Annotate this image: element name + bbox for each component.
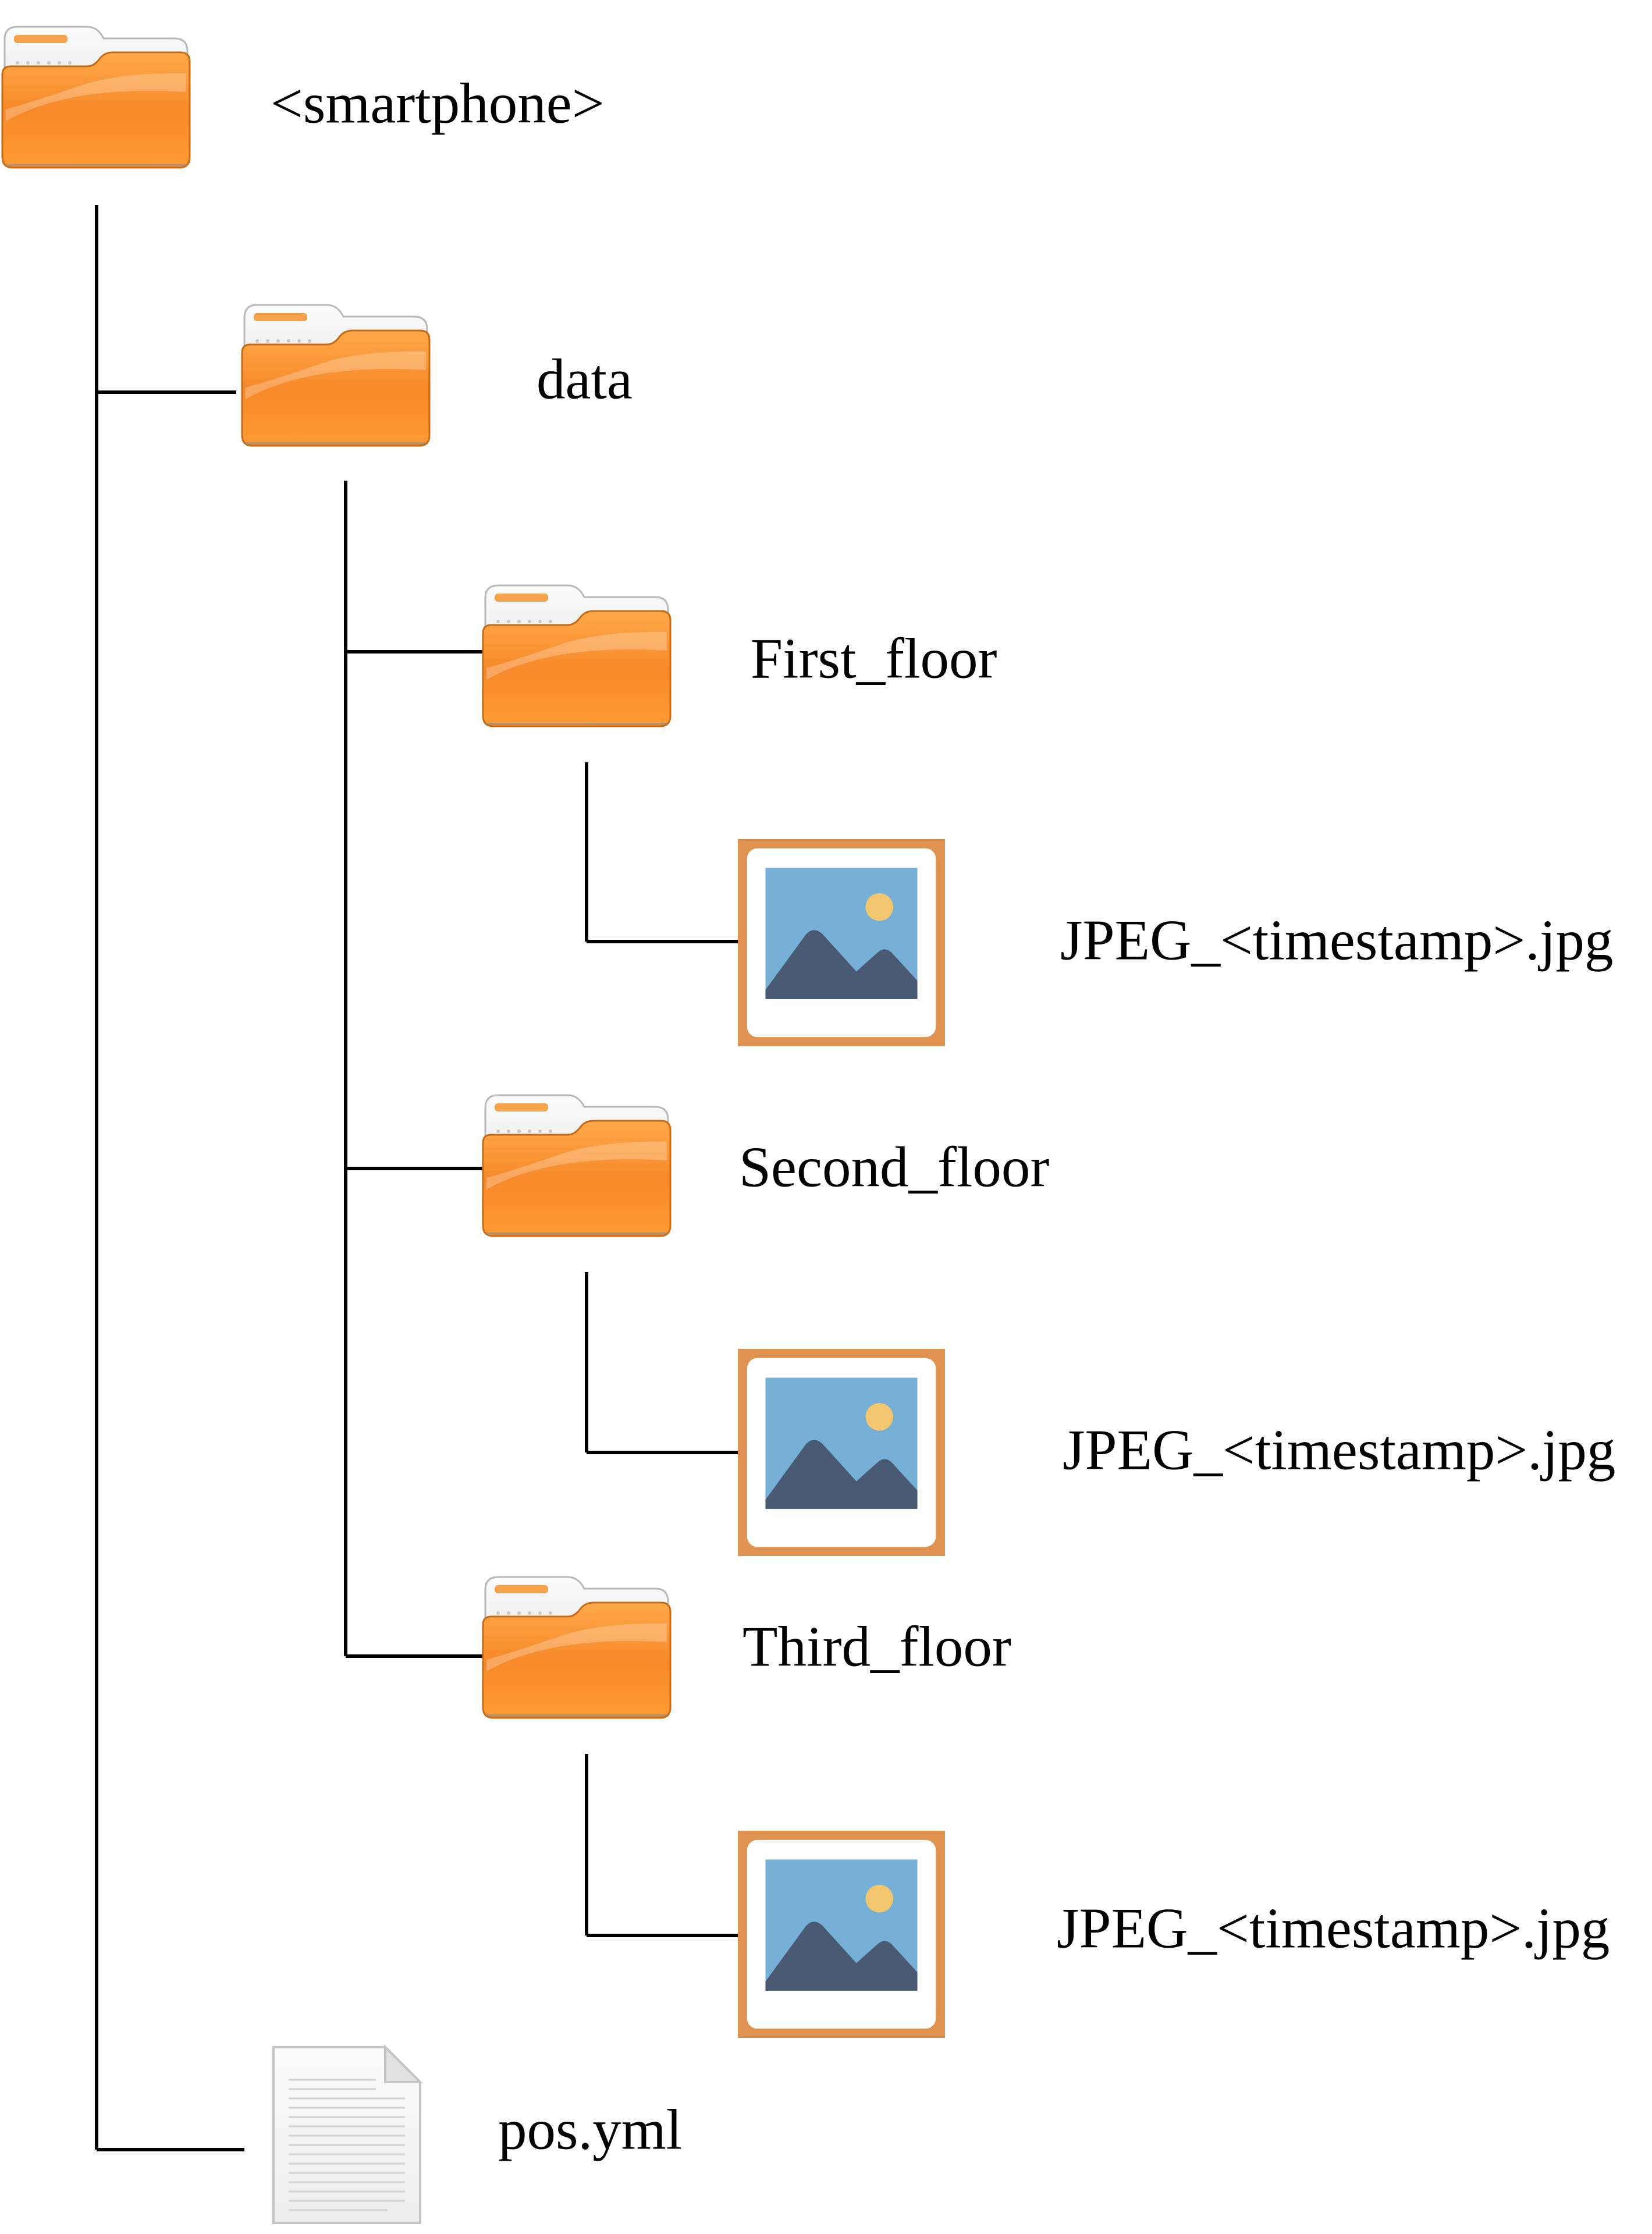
folder-icon[interactable] <box>482 584 672 727</box>
third-floor-folder-label: Third_floor <box>742 1615 1011 1679</box>
second-floor-file-label: JPEG_<timestamp>.jpg <box>1063 1418 1616 1482</box>
folder-icon[interactable] <box>241 304 431 447</box>
image-file-icon[interactable] <box>738 1831 945 2038</box>
folder-icon[interactable] <box>482 1576 672 1719</box>
image-file-icon[interactable] <box>738 1349 945 1556</box>
root-folder-label: <smartphone> <box>271 72 605 136</box>
pos-file-label: pos.yml <box>498 2098 683 2162</box>
folder-icon[interactable] <box>482 1094 672 1237</box>
image-file-icon[interactable] <box>738 839 945 1046</box>
data-folder-label: data <box>537 347 633 411</box>
folder-icon[interactable] <box>1 26 191 169</box>
text-file-icon[interactable] <box>272 2046 421 2224</box>
first-floor-file-label: JPEG_<timestamp>.jpg <box>1060 908 1614 972</box>
connectors <box>95 205 738 2151</box>
first-floor-folder-label: First_floor <box>751 627 997 691</box>
second-floor-folder-label: Second_floor <box>739 1135 1050 1199</box>
third-floor-file-label: JPEG_<timestamp>.jpg <box>1057 1896 1610 1960</box>
